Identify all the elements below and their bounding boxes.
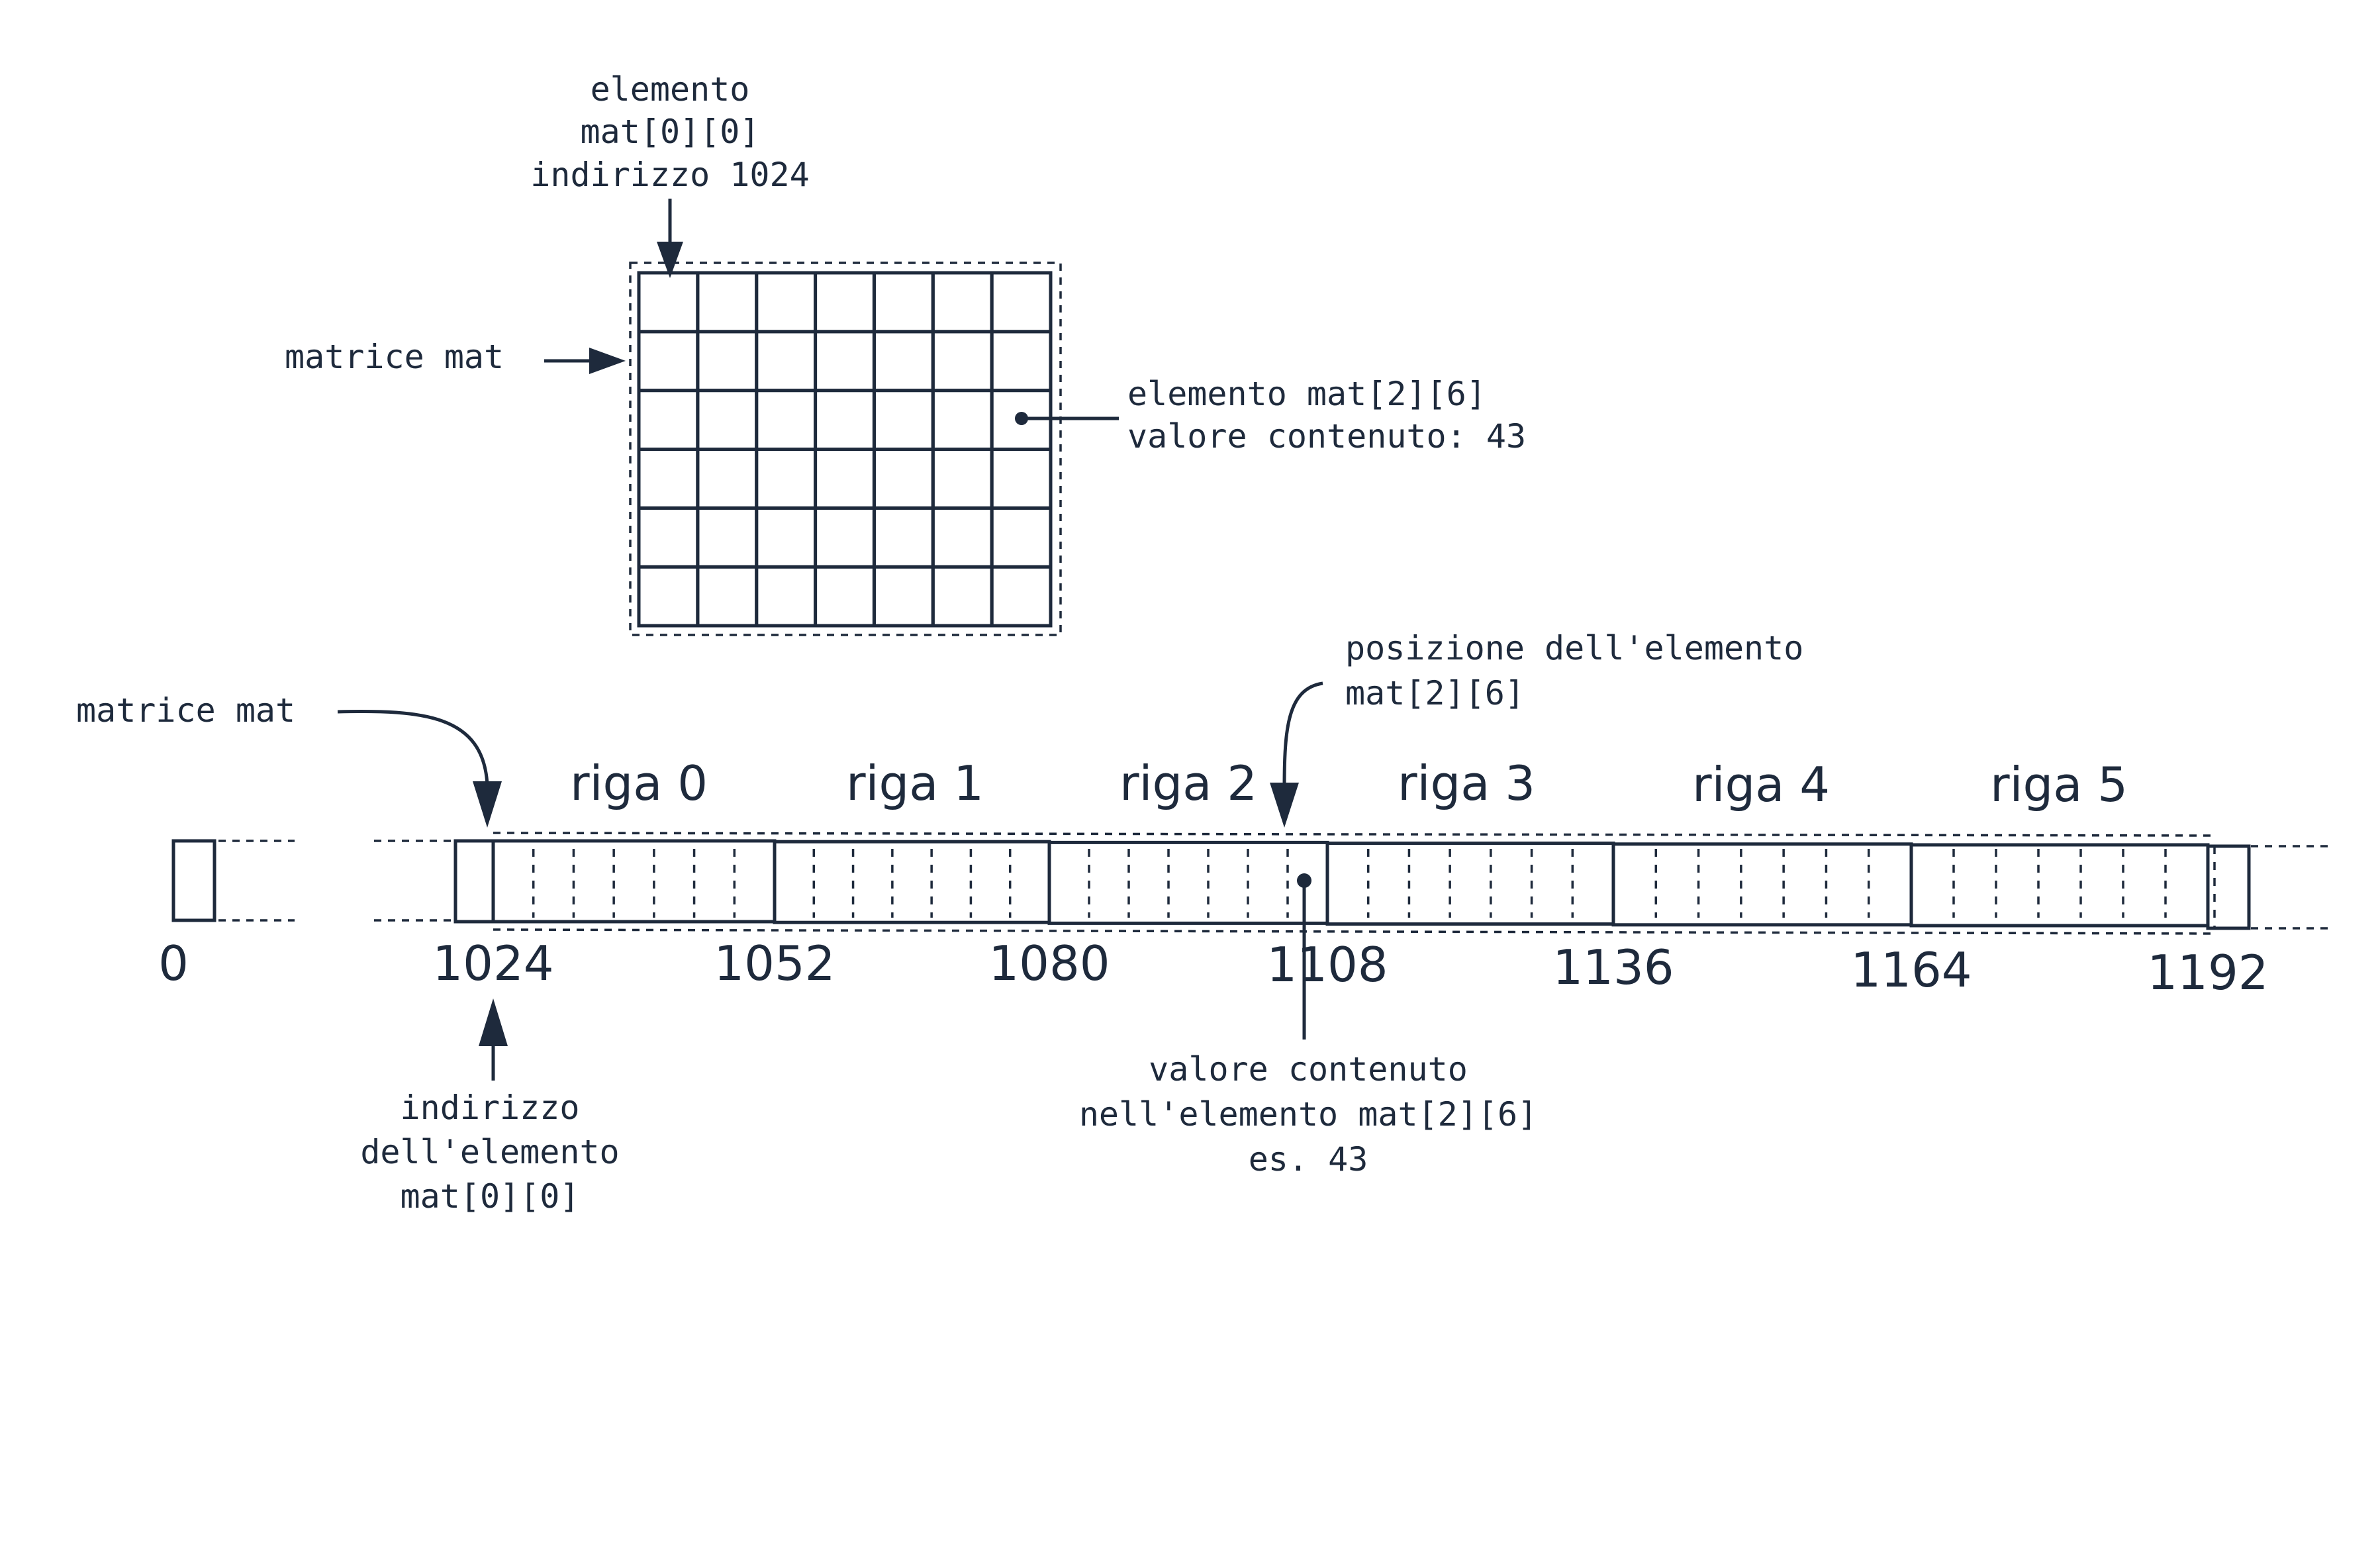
matrix-cell-0-6 [990,271,1053,334]
row-label-5: riga 5 [1990,757,2128,812]
matrix-cell-0-2 [755,271,818,334]
matrix-cell-1-6 [990,330,1053,393]
matrix-cell-4-3 [814,506,876,569]
value-label-line-3: es. 43 [1249,1140,1368,1179]
address-labels: 0 1024 1052 1080 1108 1136 1164 1192 [158,936,2269,1000]
matrix-cell-5-1 [696,565,759,628]
matrix-cell-5-2 [755,565,818,628]
matrix-grid [637,271,1053,628]
matrix-left-label: matrice mat [285,338,504,376]
matrix-cell-1-3 [814,330,876,393]
memory-cell-before-base [453,839,495,924]
curved-arrow-to-element-position [1270,681,1323,828]
matrix-cell-4-6 [990,506,1053,569]
base-address-label-line-2: dell'elemento [360,1133,619,1171]
matrix-cell-5-3 [814,565,876,628]
address-label-1136: 1136 [1552,940,1674,995]
matrix-cell-4-2 [755,506,818,569]
memory-left-label: matrice mat [76,691,295,730]
row-label-3: riga 3 [1398,755,1535,811]
memory-row-block-2 [1047,840,1329,925]
arrow-to-base-address [479,998,508,1081]
matrix-cell-0-3 [814,271,876,334]
matrix-cell-5-5 [931,565,994,628]
memory-cell-after-end [2206,844,2251,930]
address-label-1164: 1164 [1850,942,1972,998]
matrix-cell-2-4 [872,389,935,452]
matrix-cell-0-1 [696,271,759,334]
matrix-cell-0-4 [872,271,935,334]
position-label-line-2: mat[2][6] [1345,674,1525,712]
matrix-top-label-line-3: indirizzo 1024 [530,156,809,194]
memory-linear-view: matrice mat posizione dell'elemento mat[… [76,629,2330,1216]
address-label-1024: 1024 [432,936,553,991]
row-label-1: riga 1 [846,755,984,811]
matrix-cell-5-0 [637,565,700,628]
curved-arrow-to-memory-start [337,710,502,828]
base-address-label-line-1: indirizzo [401,1089,580,1127]
address-label-0: 0 [158,936,189,991]
matrix-cell-1-2 [755,330,818,393]
matrix-top-label-line-1: elemento [591,70,750,109]
matrix-element-label-line-1: elemento mat[2][6] [1127,375,1486,413]
matrix-cell-3-5 [931,448,994,510]
matrix-cell-0-0 [637,271,700,334]
matrix-cell-2-5 [931,389,994,452]
matrix-cell-1-4 [872,330,935,393]
matrix-cell-1-1 [696,330,759,393]
memory-row-block-0 [491,839,777,924]
memory-byte-0 [171,839,455,922]
matrix-element-label-line-2: valore contenuto: 43 [1127,417,1526,456]
memory-row-block-1 [773,840,1051,924]
matrix-cell-3-2 [755,448,818,510]
arrow-to-matrix [544,348,626,374]
matrix-cell-3-0 [637,448,700,510]
memory-row-block-3 [1325,842,1615,926]
address-label-1052: 1052 [714,936,835,991]
memory-strip-outline-top [493,832,2215,837]
row-label-4: riga 4 [1692,757,1830,812]
address-label-1108: 1108 [1266,937,1388,993]
memory-strip-outline-bottom [493,928,2215,935]
arrow-to-first-element [657,199,683,278]
base-address-label-line-3: mat[0][0] [401,1177,580,1216]
row-label-0: riga 0 [570,755,708,811]
matrix-cell-3-6 [990,448,1053,510]
matrix-grid-view: elemento mat[0][0] indirizzo 1024 elemen… [285,70,1526,636]
row-label-2: riga 2 [1119,755,1257,811]
matrix-cell-4-4 [872,506,935,569]
position-label-line-1: posizione dell'elemento [1345,629,1803,667]
matrix-cell-1-5 [931,330,994,393]
matrix-outline [629,262,1062,636]
matrix-cell-1-0 [637,330,700,393]
address-label-1080: 1080 [988,936,1110,991]
matrix-cell-2-2 [755,389,818,452]
matrix-cell-2-1 [696,389,759,452]
matrix-cell-2-3 [814,389,876,452]
matrix-cell-5-6 [990,565,1053,628]
address-label-1192: 1192 [2147,945,2268,1000]
memory-row-block-4 [1611,842,1913,927]
matrix-cell-4-1 [696,506,759,569]
matrix-cell-3-4 [872,448,935,510]
memory-strip [453,832,2330,935]
matrix-cell-2-0 [637,389,700,452]
matrix-cell-3-1 [696,448,759,510]
matrix-cell-0-5 [931,271,994,334]
matrix-cell-3-3 [814,448,876,510]
matrix-top-label-line-2: mat[0][0] [581,113,760,151]
value-label-line-2: nell'elemento mat[2][6] [1079,1095,1537,1134]
value-label-line-1: valore contenuto [1149,1050,1468,1089]
matrix-cell-4-5 [931,506,994,569]
memory-row-block-5 [1909,843,2210,928]
matrix-cell-5-4 [872,565,935,628]
row-labels: riga 0 riga 1 riga 2 riga 3 riga 4 riga … [570,755,2128,812]
matrix-cell-4-0 [637,506,700,569]
